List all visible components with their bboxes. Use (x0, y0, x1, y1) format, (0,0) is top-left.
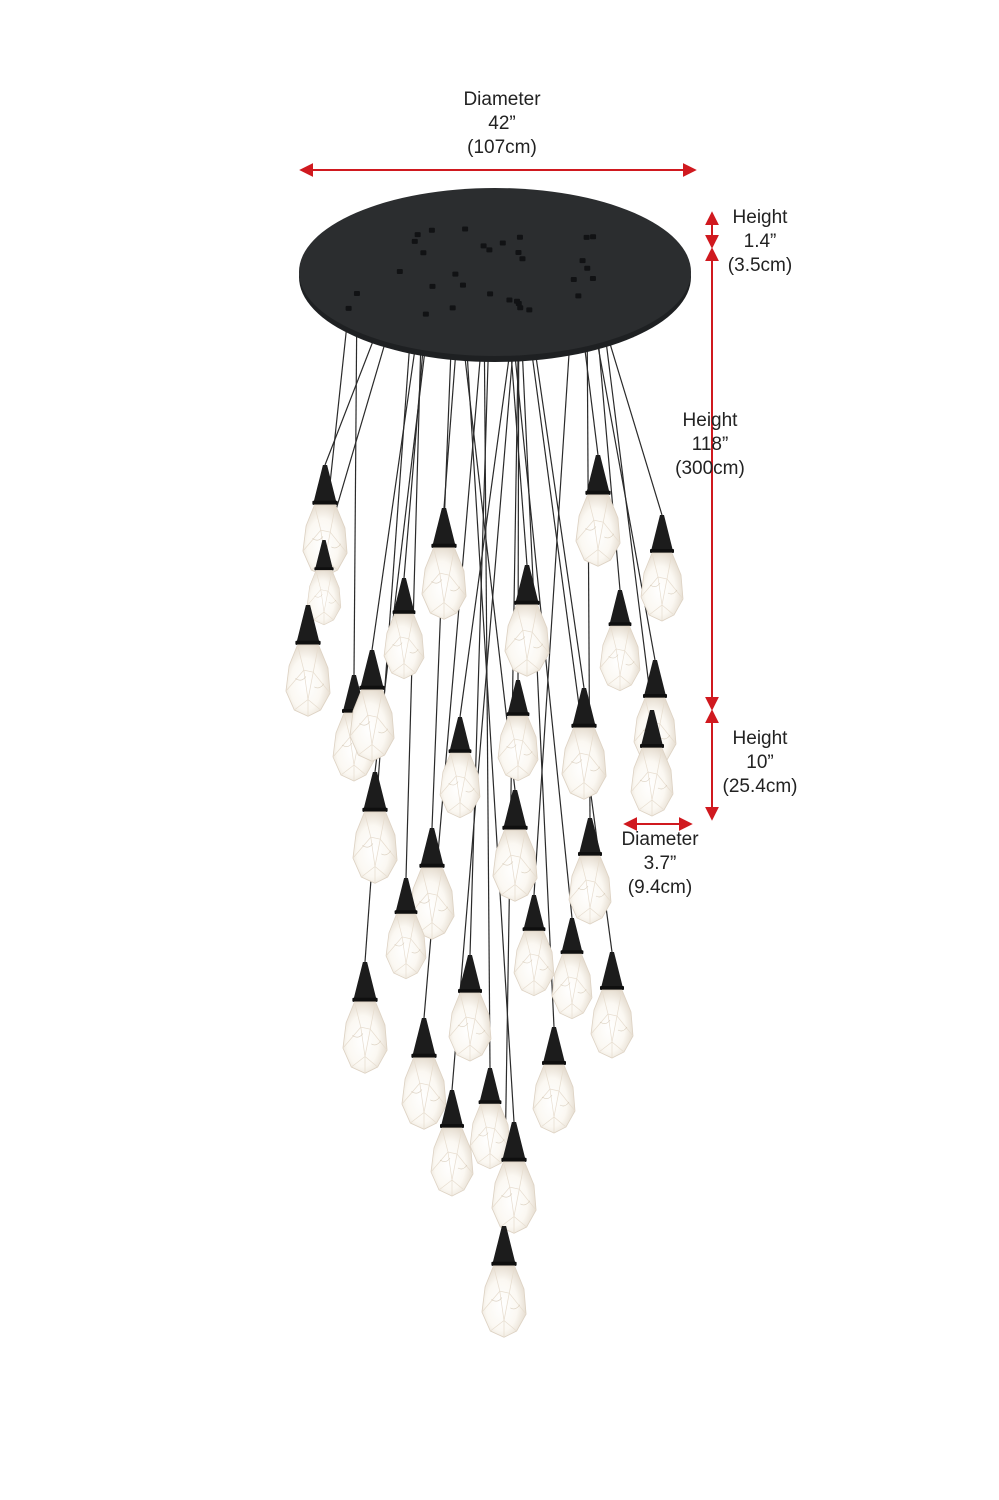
dimension-lines (299, 163, 719, 831)
alabaster-drop-pendant-icon (285, 605, 331, 717)
pendant-cord (405, 253, 424, 879)
canopy-port (575, 293, 582, 299)
pendant-diameter-label: Diameter 3.7” (9.4cm) (590, 828, 730, 900)
canopy-port (449, 305, 456, 311)
canopy-port (516, 234, 523, 240)
canopy-port (570, 277, 577, 283)
alabaster-drop-pendant-icon (469, 1068, 511, 1170)
alabaster-drop-pendant-icon (430, 1090, 474, 1197)
alabaster-drop-pendant-icon (630, 710, 674, 817)
canopy-height-title: Height (732, 207, 788, 228)
canopy-port (459, 282, 466, 288)
pendants (285, 455, 684, 1338)
pendant-height-metric: (25.4cm) (722, 776, 798, 797)
overall-height-imperial: 118” (691, 434, 729, 455)
pendant-cord (528, 310, 585, 689)
pendant-cord (353, 293, 358, 676)
canopy-diameter-title: Diameter (463, 89, 541, 110)
alabaster-drop-pendant-icon (385, 878, 427, 980)
canopy-height-label: Height 1.4” (3.5cm) (700, 206, 820, 278)
pendant-cord (462, 285, 515, 1123)
pendant-cord (517, 252, 613, 953)
alabaster-drop-pendant-icon (342, 962, 388, 1074)
alabaster-drop-pendant-icon (599, 590, 641, 692)
canopy-port (589, 275, 596, 281)
alabaster-drop-pendant-icon (504, 565, 550, 677)
canopy-port (411, 238, 418, 244)
alabaster-drop-pendant-icon (383, 578, 425, 680)
canopy-port (428, 227, 435, 233)
pendant-diameter-title: Diameter (621, 829, 699, 850)
canopy-port (486, 247, 493, 253)
alabaster-drop-pendant-icon (409, 828, 455, 940)
canopy-port (414, 232, 421, 238)
canopy-port (515, 250, 522, 256)
overall-height-title: Height (682, 410, 738, 431)
canopy-diameter-metric: (107cm) (467, 137, 537, 158)
canopy-height-metric: (3.5cm) (727, 255, 793, 276)
canopy-port (422, 311, 429, 317)
pendant-cord (403, 314, 427, 579)
alabaster-drop-pendant-icon (575, 455, 621, 567)
pendant-cord (451, 301, 518, 1091)
canopy-height-imperial: 1.4” (743, 231, 777, 252)
pendant-cord (482, 246, 491, 1069)
alabaster-drop-pendant-icon (491, 1122, 537, 1234)
alabaster-drop-pendant-icon (551, 918, 593, 1020)
overall-height-label: Height 118” (300cm) (650, 409, 770, 481)
canopy-port (429, 283, 436, 289)
canopy-port (353, 290, 360, 296)
alabaster-drop-pendant-icon (513, 895, 555, 997)
canopy-port (506, 297, 513, 303)
pendant-height-title: Height (732, 728, 788, 749)
pendant-diameter-metric: (9.4cm) (627, 877, 693, 898)
canopy-top (299, 188, 691, 356)
canopy-port (499, 240, 506, 246)
alabaster-drop-pendant-icon (640, 515, 684, 622)
alabaster-drop-pendant-icon (448, 955, 492, 1062)
pendant-height-label: Height 10” (25.4cm) (700, 727, 820, 799)
pendant-cord (469, 294, 491, 956)
alabaster-drop-pendant-icon (481, 1226, 527, 1338)
alabaster-drop-pendant-icon (561, 688, 607, 800)
canopy-port (480, 243, 487, 249)
canopy-port (396, 269, 403, 274)
alabaster-drop-pendant-icon (421, 508, 467, 620)
canopy-port (462, 226, 469, 232)
alabaster-drop-pendant-icon (568, 818, 612, 925)
canopy-port (590, 234, 597, 240)
canopy-port (514, 298, 521, 304)
canopy-port (517, 305, 524, 311)
pendant-cord (508, 300, 573, 919)
canopy-port (579, 258, 586, 264)
canopy-port (519, 256, 526, 262)
overall-height-metric: (300cm) (675, 458, 745, 479)
canopy-ports (345, 226, 597, 317)
pendant-diameter-imperial: 3.7” (643, 853, 677, 874)
pendant-cord (533, 280, 575, 896)
pendant-height-imperial: 10” (746, 752, 774, 773)
canopy-port (487, 291, 494, 297)
canopy-port (452, 271, 459, 277)
alabaster-drop-pendant-icon (532, 1027, 576, 1134)
canopy-port (345, 305, 352, 311)
alabaster-drop-pendant-icon (497, 680, 539, 782)
alabaster-drop-pendant-icon (401, 1018, 447, 1130)
alabaster-drop-pendant-icon (590, 952, 634, 1059)
canopy-port (526, 307, 533, 313)
canopy-diameter-label: Diameter 42” (107cm) (402, 88, 602, 160)
alabaster-drop-pendant-icon (306, 540, 342, 626)
alabaster-drop-pendant-icon (492, 790, 538, 902)
canopy-port (583, 234, 590, 240)
alabaster-drop-pendant-icon (352, 772, 398, 884)
alabaster-drop-pendant-icon (439, 717, 481, 819)
canopy-diameter-imperial: 42” (488, 113, 516, 134)
alabaster-drop-pendant-icon (349, 650, 395, 762)
canopy-port (420, 250, 427, 256)
canopy-port (584, 265, 591, 271)
canopy (299, 188, 691, 362)
